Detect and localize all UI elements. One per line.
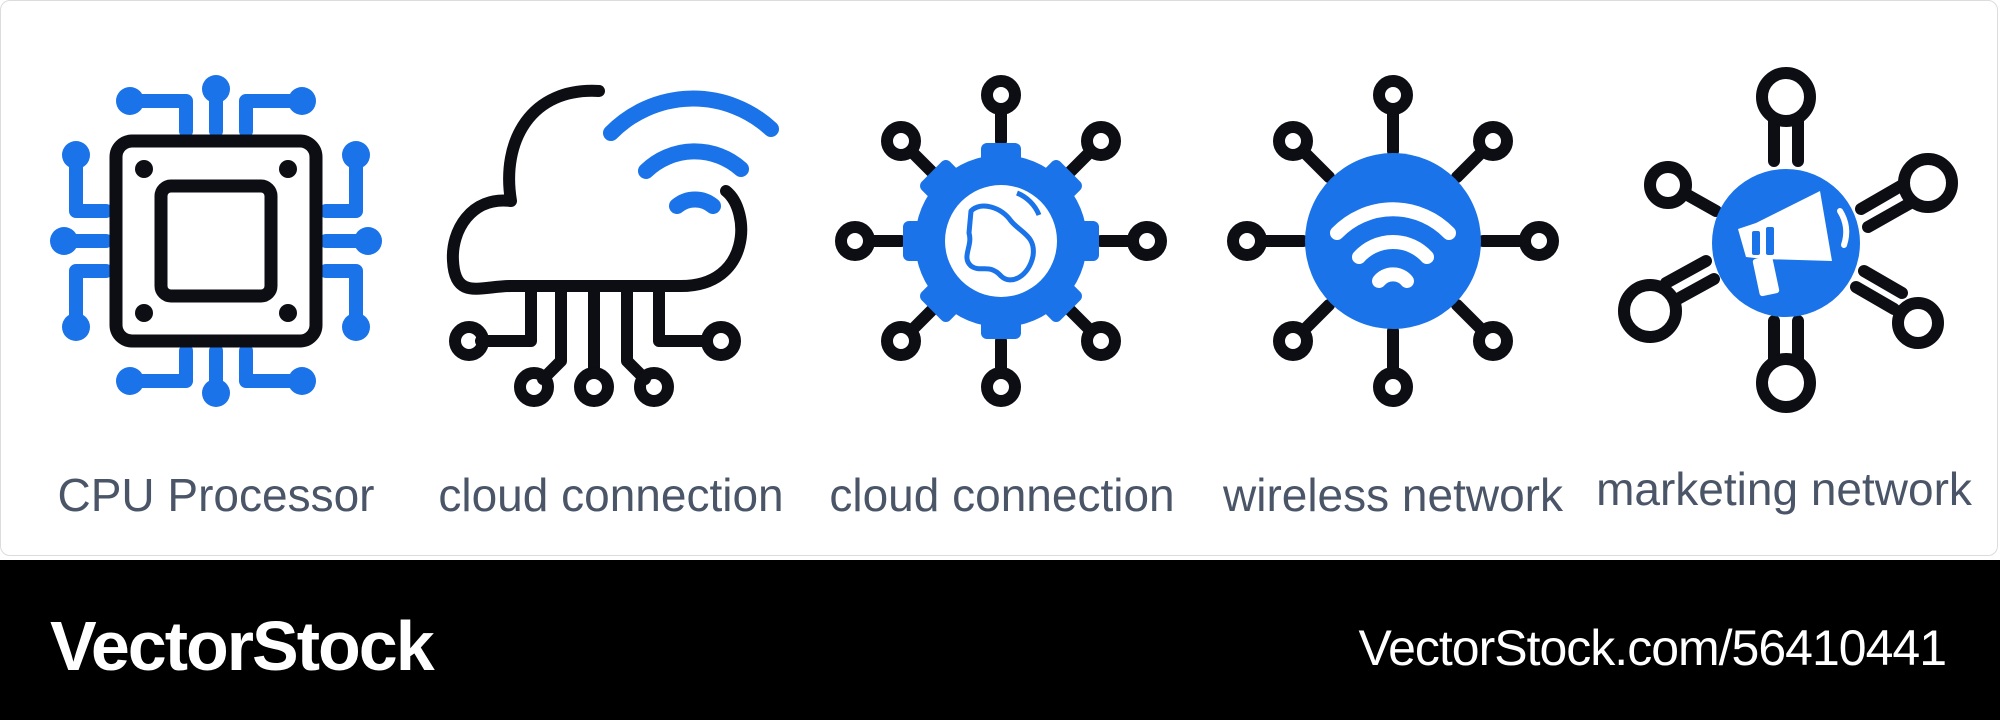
icon-label-3: cloud connection (829, 469, 1175, 521)
icon-label-2: cloud connection (438, 469, 784, 521)
icon-label-4: wireless network (1223, 469, 1563, 521)
cloud-wifi-network-icon (431, 61, 791, 421)
cpu-processor-icon (36, 61, 396, 421)
icon-label-1: CPU Processor (57, 469, 375, 521)
megaphone-network-icon (1606, 61, 1966, 421)
watermark-footer: VectorStock VectorStock.com/56410441 (0, 560, 2000, 720)
icon-panel: CPU Processor cloud connection cloud con… (0, 0, 1998, 556)
globe-gear-network-icon (821, 61, 1181, 421)
wifi-hub-network-icon (1213, 61, 1573, 421)
icon-label-5: marketing network (1596, 463, 1972, 515)
brand-logo: VectorStock (50, 607, 435, 685)
source-url: VectorStock.com/56410441 (1358, 620, 1947, 676)
